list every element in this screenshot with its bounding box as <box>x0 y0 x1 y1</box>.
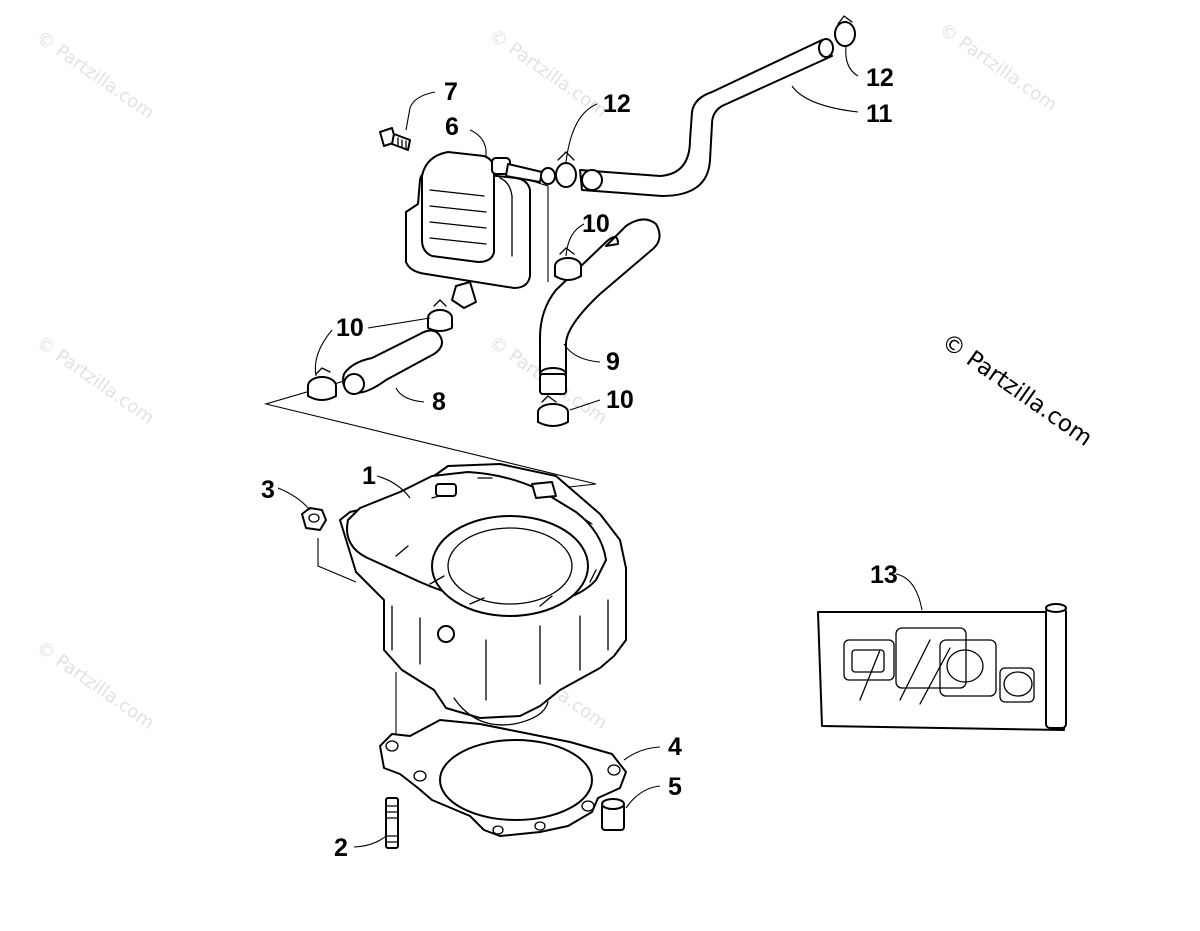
callout-numbers: 7 6 12 12 11 10 10 8 9 10 1 3 4 5 2 13 <box>261 64 898 862</box>
stud <box>385 797 399 849</box>
short-hose <box>342 329 443 395</box>
callout-12: 12 <box>866 64 894 92</box>
watermark-text: © Partzilla.com <box>32 637 158 734</box>
watermark-text: © Partzilla.com <box>935 19 1061 116</box>
cylinder <box>339 463 627 726</box>
callout-13: 13 <box>870 561 898 589</box>
gasket-kit <box>817 603 1067 731</box>
coolant-reservoir <box>405 151 543 309</box>
hose-clamp <box>427 299 453 332</box>
callout-11: 11 <box>866 100 893 128</box>
callout-3: 3 <box>261 476 275 504</box>
hose-clamp <box>554 247 582 281</box>
watermark-text: © Partzilla.com <box>32 27 158 124</box>
hose-clamp <box>537 395 569 427</box>
nut <box>301 507 327 531</box>
callout-10: 10 <box>336 314 364 342</box>
watermark-text: © Partzilla.com <box>32 332 158 429</box>
callout-9: 9 <box>606 348 620 376</box>
callout-8: 8 <box>432 388 446 416</box>
clamp-ring <box>540 151 577 188</box>
callout-12: 12 <box>603 90 631 118</box>
overflow-hose <box>579 38 834 197</box>
callout-5: 5 <box>668 773 682 801</box>
callout-10: 10 <box>606 386 634 414</box>
cylinder-gasket <box>379 719 627 837</box>
callout-1: 1 <box>362 462 376 490</box>
bolt <box>379 127 411 151</box>
callout-6: 6 <box>445 113 459 141</box>
watermark-text: © Partzilla.com <box>485 25 611 122</box>
callout-10: 10 <box>582 210 610 238</box>
hose-clamp <box>307 367 337 401</box>
callout-leaders <box>277 45 923 848</box>
dowel-pin <box>601 798 625 831</box>
copyright-text: © Partzilla.com <box>937 329 1097 452</box>
callout-7: 7 <box>444 78 458 106</box>
clamp-ring <box>834 15 856 47</box>
callout-2: 2 <box>334 834 348 862</box>
callout-4: 4 <box>668 733 682 761</box>
coolant-hose <box>539 218 661 395</box>
